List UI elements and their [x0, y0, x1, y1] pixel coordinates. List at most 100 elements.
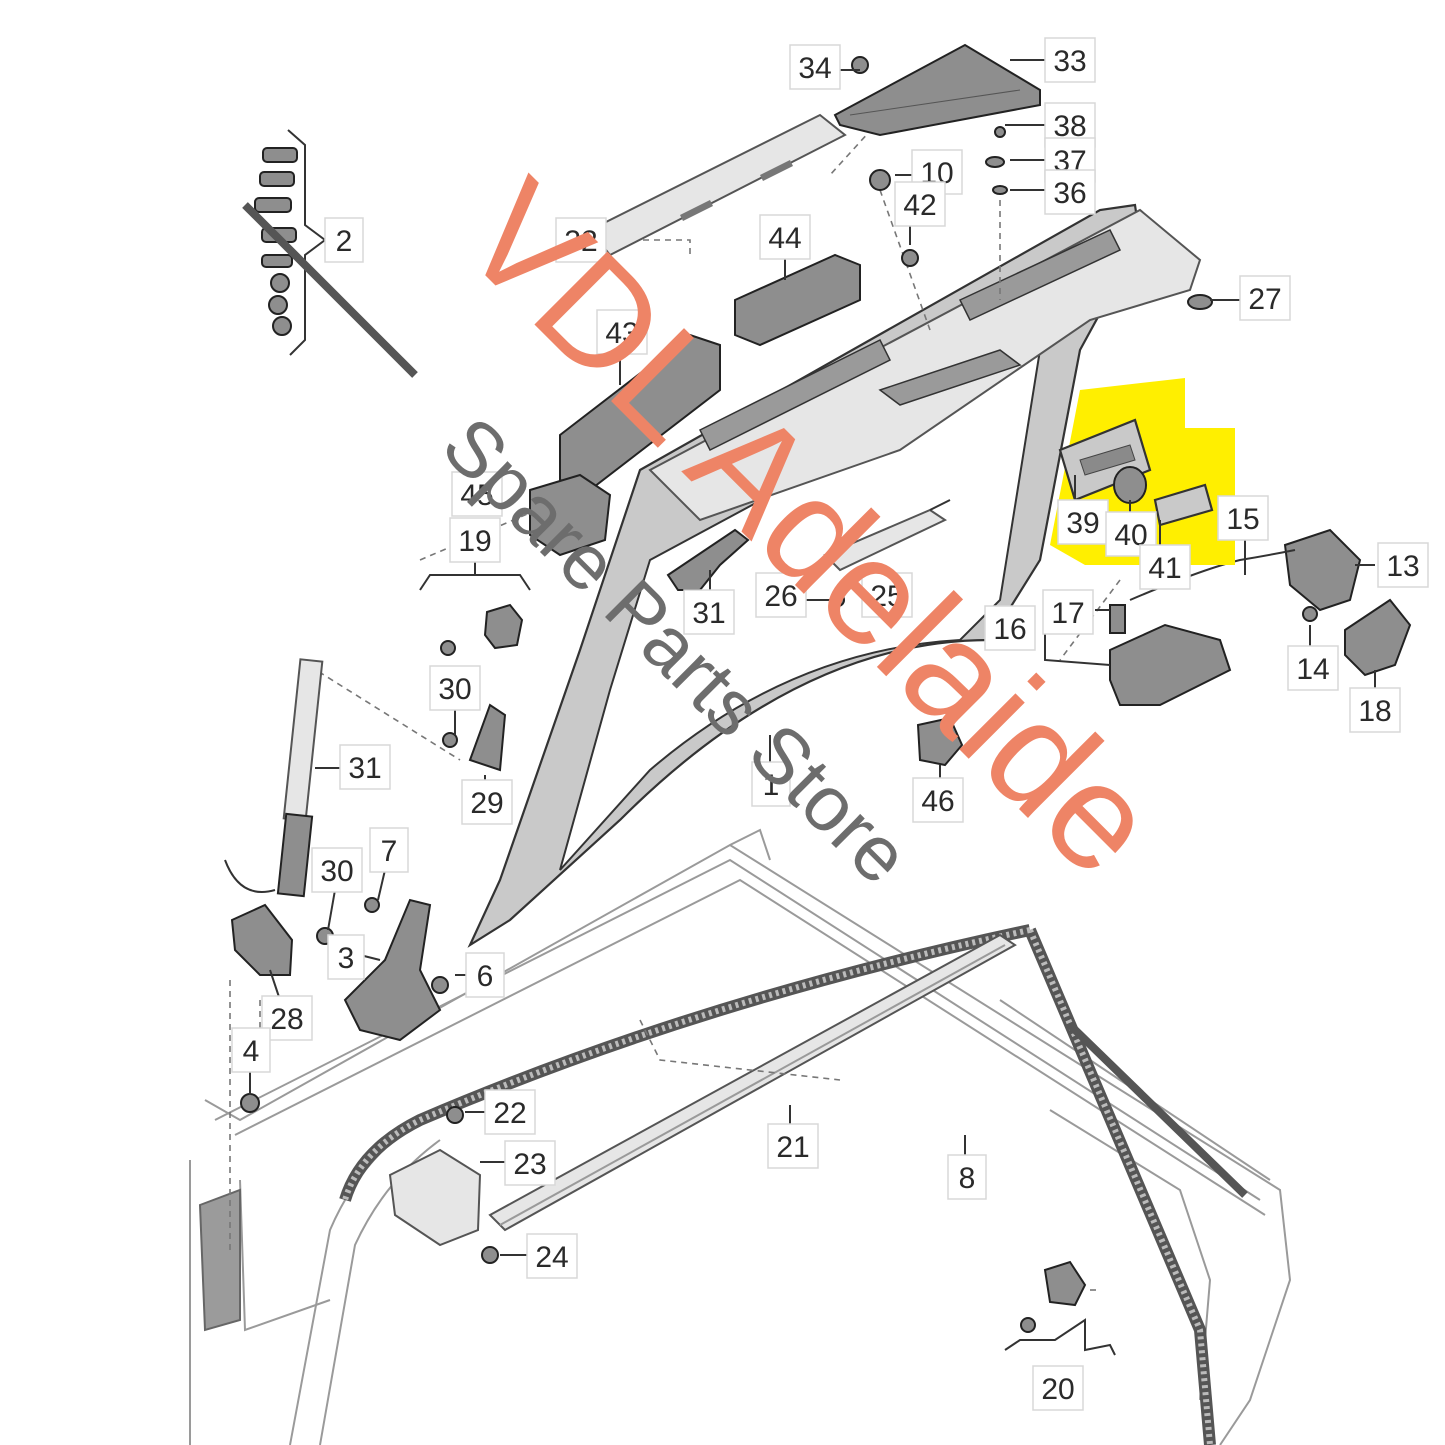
svg-text:24: 24	[535, 1241, 568, 1274]
svg-text:44: 44	[768, 222, 801, 255]
svg-text:45: 45	[460, 479, 493, 512]
svg-text:22: 22	[493, 1097, 526, 1130]
cover-18	[1344, 598, 1412, 677]
svg-text:30: 30	[320, 855, 353, 888]
part-labels: 34 33 38 37 36 10 42 32 44 2 27 43 45 19…	[231, 37, 1429, 1411]
label-16: 16	[984, 605, 1036, 651]
brake-light-34	[833, 43, 1041, 137]
svg-text:2: 2	[336, 225, 353, 258]
svg-text:31: 31	[692, 597, 725, 630]
svg-text:39: 39	[1066, 507, 1099, 540]
motor-16	[1109, 623, 1232, 706]
svg-text:29: 29	[470, 787, 503, 820]
svg-text:32: 32	[564, 225, 597, 258]
svg-text:23: 23	[513, 1148, 546, 1181]
svg-text:3: 3	[338, 942, 355, 975]
svg-text:4: 4	[243, 1035, 260, 1068]
svg-text:30: 30	[438, 673, 471, 706]
bump-stop-19	[483, 603, 524, 650]
label-17: 17	[1042, 589, 1094, 635]
svg-text:34: 34	[798, 52, 831, 85]
label-30-top: 30	[429, 665, 481, 711]
label-44: 44	[759, 214, 811, 260]
bracket-29	[468, 703, 507, 772]
svg-text:26: 26	[764, 580, 797, 613]
label-19: 19	[449, 517, 501, 563]
svg-text:36: 36	[1053, 177, 1086, 210]
svg-text:33: 33	[1053, 45, 1086, 78]
svg-text:20: 20	[1041, 1373, 1074, 1406]
svg-text:42: 42	[903, 189, 936, 222]
label-45: 45	[451, 471, 503, 517]
label-1: 1	[751, 761, 791, 807]
vehicle-body-opening	[189, 828, 1292, 1445]
label-31: 31	[339, 744, 391, 790]
svg-text:15: 15	[1226, 503, 1259, 536]
label-4: 4	[231, 1027, 271, 1073]
svg-text:8: 8	[959, 1162, 976, 1195]
bolt-set-2	[254, 129, 327, 356]
label-18: 18	[1349, 687, 1401, 733]
svg-text:25: 25	[870, 580, 903, 613]
svg-text:13: 13	[1386, 550, 1419, 583]
label-36: 36	[1044, 169, 1096, 215]
gas-strut-31	[224, 658, 324, 898]
label-8: 8	[947, 1154, 987, 1200]
label-30-bottom: 30	[311, 847, 363, 893]
trim-strip-21	[488, 933, 1017, 1232]
svg-text:18: 18	[1358, 695, 1391, 728]
bracket-20	[1004, 1260, 1116, 1356]
label-43: 43	[596, 309, 648, 355]
svg-text:16: 16	[993, 613, 1026, 646]
svg-text:27: 27	[1248, 283, 1281, 316]
label-15: 15	[1217, 495, 1269, 541]
svg-text:17: 17	[1051, 597, 1084, 630]
svg-text:31: 31	[348, 752, 381, 785]
hinge-3	[343, 898, 442, 1042]
foam-block-45	[529, 473, 612, 557]
label-39: 39	[1057, 499, 1109, 545]
lock-13	[1283, 528, 1362, 612]
label-23: 23	[504, 1140, 556, 1186]
svg-text:1: 1	[763, 769, 780, 802]
label-35: 34	[789, 44, 841, 90]
svg-text:43: 43	[605, 317, 638, 350]
label-42: 42	[894, 181, 946, 227]
label-41: 41	[1139, 544, 1191, 590]
svg-text:21: 21	[776, 1131, 809, 1164]
label-22: 22	[484, 1089, 536, 1135]
label-6: 6	[465, 952, 505, 998]
label-20: 20	[1032, 1365, 1084, 1411]
svg-text:6: 6	[477, 960, 494, 993]
label-24: 24	[526, 1233, 578, 1279]
seal-8	[339, 924, 1216, 1445]
label-33: 32	[555, 217, 607, 263]
switch-17	[1109, 604, 1126, 634]
foam-block-44	[734, 253, 861, 347]
svg-text:41: 41	[1148, 552, 1181, 585]
label-25: 25	[861, 572, 913, 618]
label-29: 29	[461, 779, 513, 825]
label-21: 21	[767, 1123, 819, 1169]
label-32: 31	[683, 589, 735, 635]
label-13: 13	[1377, 542, 1429, 588]
label-3: 3	[327, 934, 365, 980]
label-46: 46	[912, 777, 964, 823]
svg-text:46: 46	[921, 785, 954, 818]
damper-25	[823, 499, 951, 572]
label-7: 7	[369, 827, 409, 873]
label-14: 14	[1287, 645, 1339, 691]
sensor-46	[916, 716, 964, 767]
svg-text:14: 14	[1296, 653, 1329, 686]
label-26: 26	[755, 572, 807, 618]
hinge-28	[230, 903, 294, 976]
label-27: 27	[1239, 275, 1291, 321]
bracket-23	[388, 1148, 482, 1247]
label-2: 2	[324, 217, 364, 263]
svg-text:28: 28	[270, 1003, 303, 1036]
handle-32	[666, 528, 750, 591]
label-34: 33	[1044, 37, 1096, 83]
svg-text:7: 7	[381, 835, 398, 868]
label-leader-lines	[249, 59, 1376, 1256]
